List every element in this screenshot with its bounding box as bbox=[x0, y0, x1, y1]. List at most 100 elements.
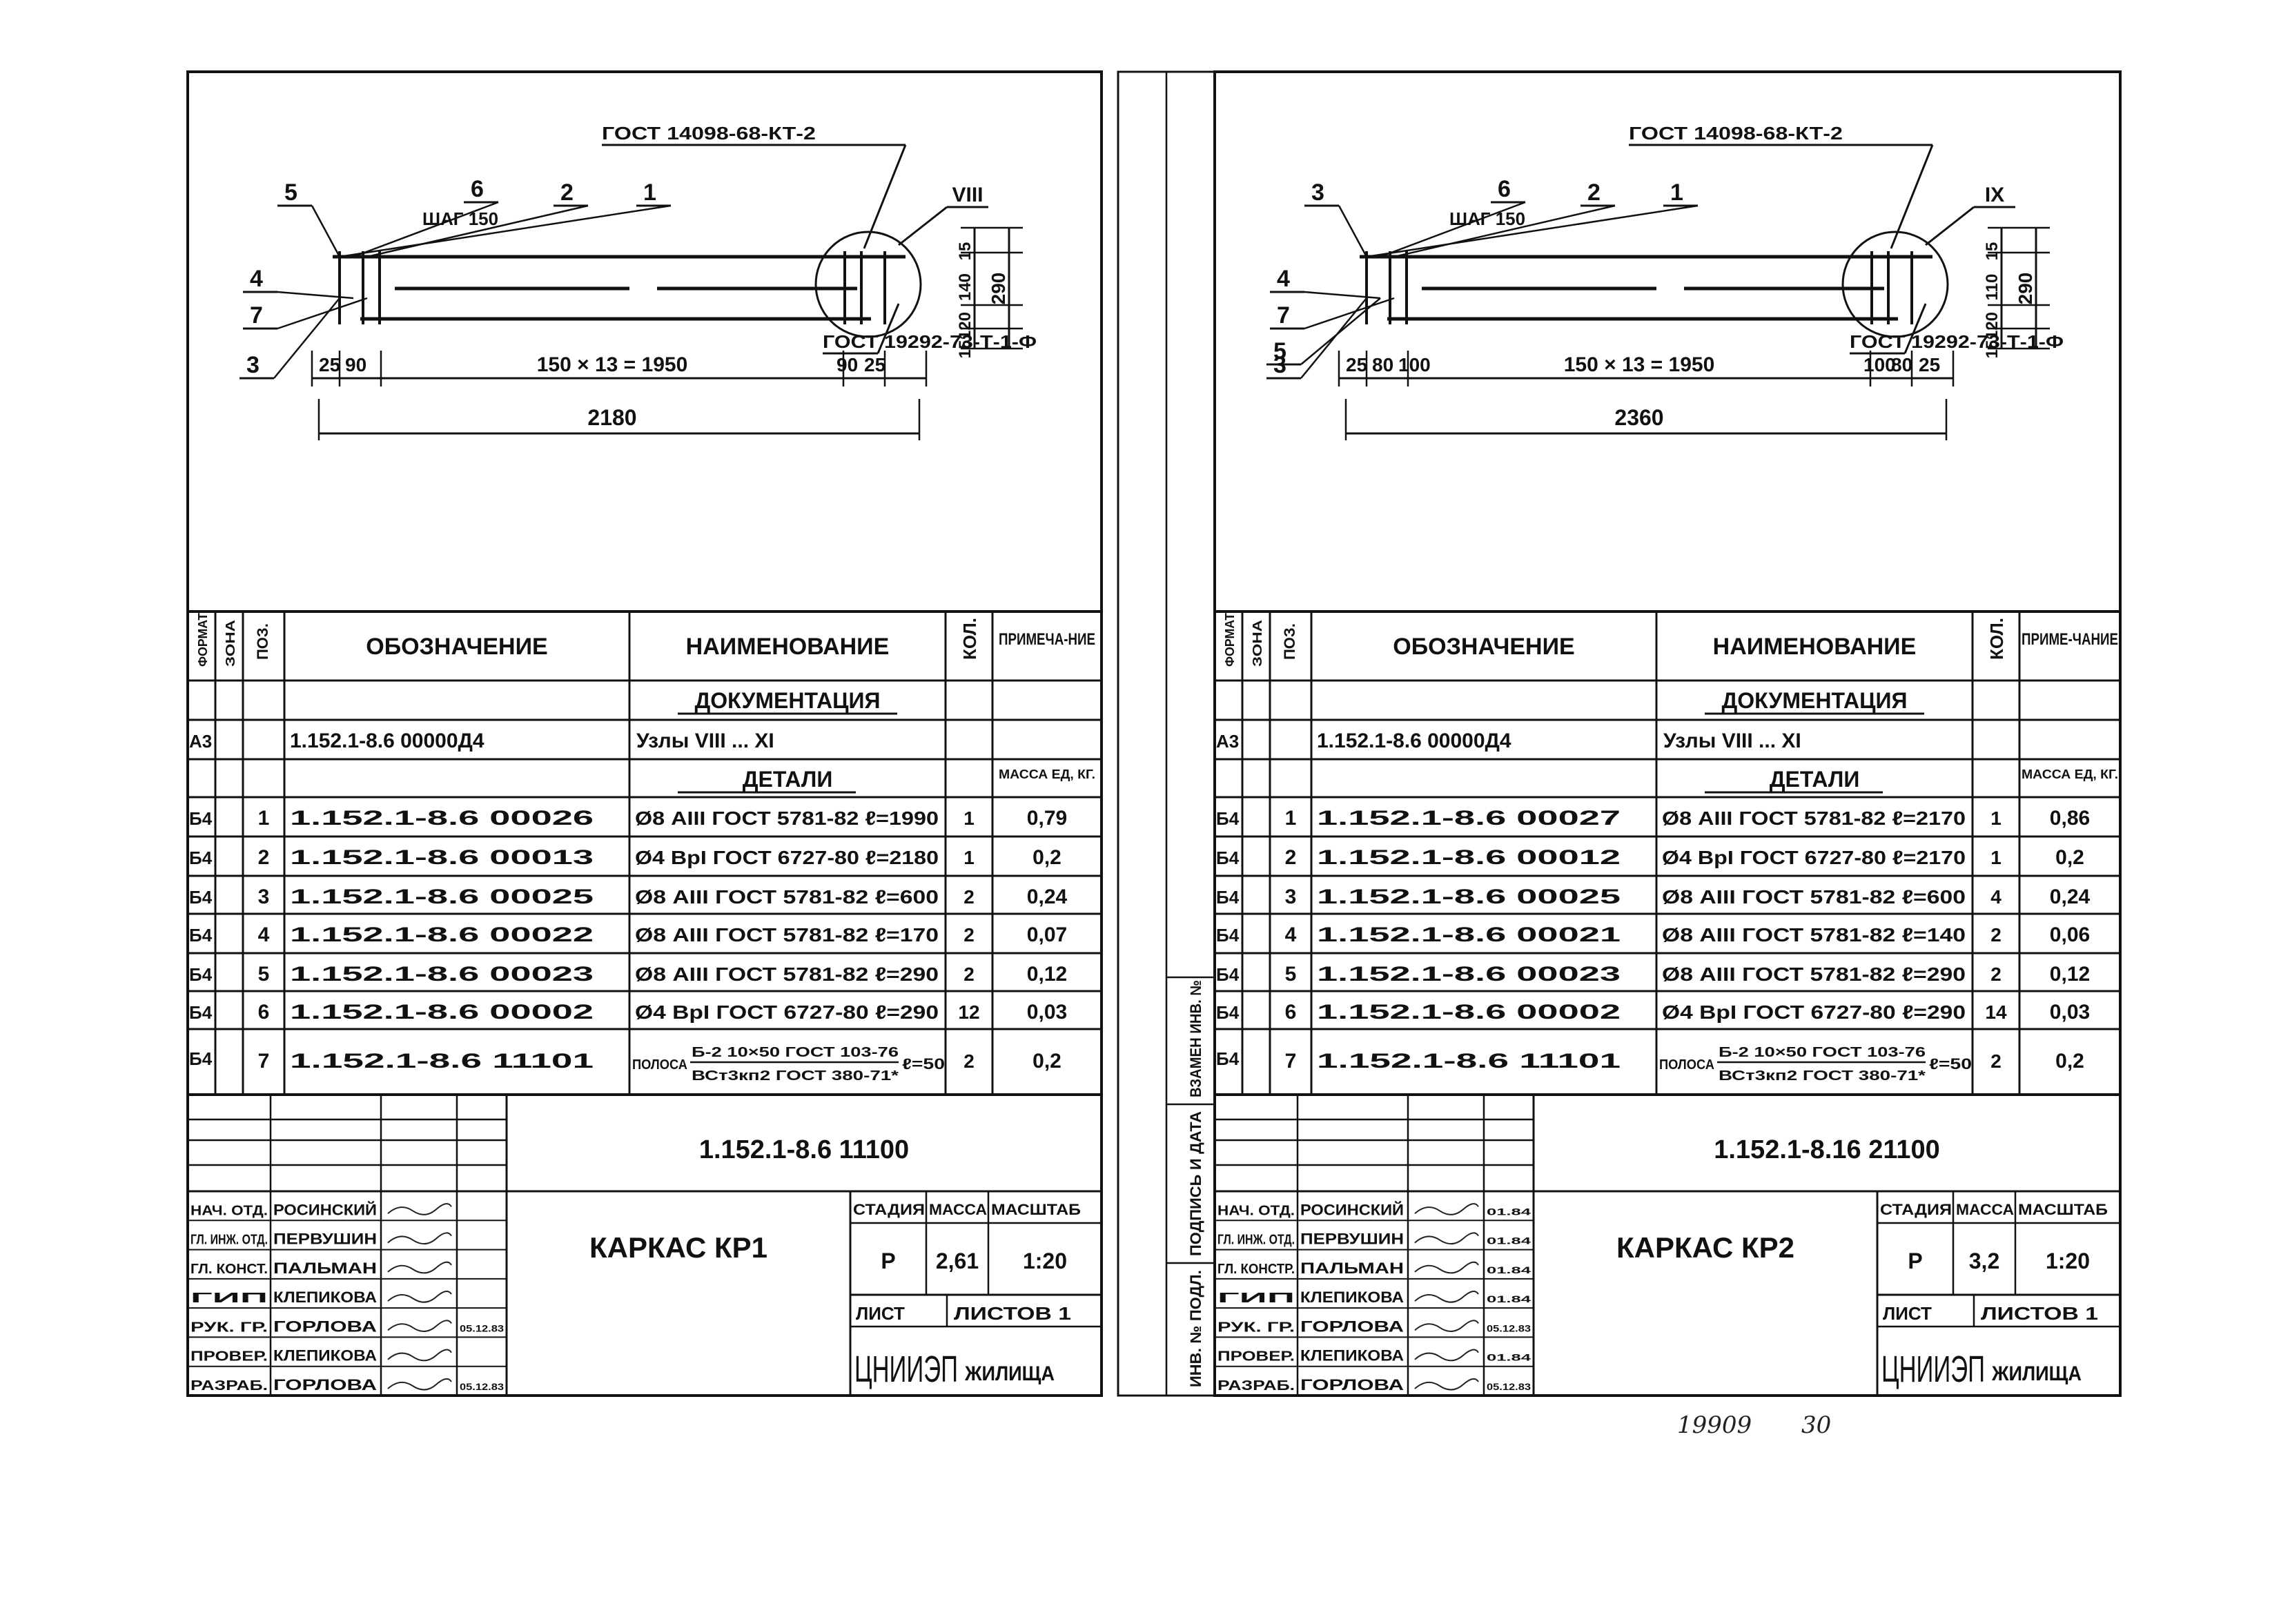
row-note: 0,07 bbox=[1027, 923, 1067, 946]
row-note: 0,03 bbox=[2050, 1001, 2090, 1024]
row-format: Б4 bbox=[189, 925, 213, 946]
staff-role: РУК. ГР. bbox=[190, 1320, 268, 1335]
binding-strip: ИНВ. № ПОДЛ. ПОДПИСЬ И ДАТА ВЗАМЕН ИНВ. № bbox=[1117, 70, 1216, 1397]
vert-dim-label: 15 bbox=[1983, 242, 2002, 261]
dim-label: 80 bbox=[1372, 354, 1393, 375]
staff-date: 01.84 bbox=[1487, 1206, 1531, 1217]
strip-length: ℓ=50 bbox=[1929, 1055, 1972, 1073]
header-note: ПРИМЕЧА-НИЕ bbox=[999, 630, 1095, 649]
row-note: 0,2 bbox=[2055, 1050, 2084, 1073]
assembly-name: КАРКАС КР2 bbox=[1616, 1231, 1794, 1264]
row-format: Б4 bbox=[189, 808, 213, 829]
leader-line bbox=[1890, 144, 1934, 249]
row-qty: 12 bbox=[958, 1001, 979, 1023]
callout-leader bbox=[1393, 204, 1616, 258]
row-pos: 3 bbox=[1285, 886, 1297, 908]
staff-role: РАЗРАБ. bbox=[190, 1378, 268, 1393]
staff-role: РАЗРАБ. bbox=[1217, 1378, 1295, 1393]
header-note: ПРИМЕ-ЧАНИЕ bbox=[2022, 630, 2118, 649]
scale-value: 1:20 bbox=[1023, 1249, 1067, 1273]
signature-mark bbox=[387, 1378, 452, 1391]
staff-row: ГЛ. ИНЖ. ОТД.ПЕРВУШИН bbox=[190, 1231, 452, 1248]
header-pos: ПОЗ. bbox=[254, 623, 271, 660]
row-note: 0,24 bbox=[1027, 886, 1068, 908]
row-pos: 7 bbox=[1285, 1050, 1297, 1073]
row-qty: 1 bbox=[963, 808, 975, 829]
signature-mark bbox=[387, 1232, 452, 1245]
leader-line bbox=[898, 206, 948, 246]
row-note: 0,79 bbox=[1027, 807, 1067, 830]
staff-role: НАЧ. ОТД. bbox=[190, 1203, 268, 1218]
organization-name: ЦНИИЭП bbox=[854, 1349, 958, 1390]
header-name: НАИМЕНОВАНИЕ bbox=[1713, 634, 1917, 660]
mass-value: 2,61 bbox=[936, 1249, 979, 1273]
archive-number: 19909 bbox=[1677, 1411, 1752, 1439]
row-note: 0,03 bbox=[1027, 1001, 1067, 1024]
callout-number: 4 bbox=[1277, 266, 1290, 292]
callout-leader bbox=[353, 201, 499, 258]
row-qty: 2 bbox=[963, 963, 975, 985]
callout-number: 6 bbox=[1498, 176, 1511, 202]
strip-fraction-bottom: ВСт3кп2 ГОСТ 380-71* bbox=[1719, 1068, 1926, 1084]
staff-date: 05.12.83 bbox=[460, 1322, 504, 1333]
leader-line bbox=[863, 144, 907, 249]
row-qty: 1 bbox=[1990, 847, 2002, 868]
leader-line bbox=[877, 303, 900, 354]
callout-number: 6 bbox=[471, 176, 484, 202]
staff-role: ГЛ. ИНЖ. ОТД. bbox=[1217, 1233, 1295, 1248]
staff-row: ГЛ. КОНСТ.ПАЛЬМАН bbox=[190, 1260, 452, 1277]
dim-label: 100 bbox=[1398, 354, 1431, 375]
strip-fraction-top: Б-2 10×50 ГОСТ 103-76 bbox=[1719, 1045, 1926, 1060]
staff-name: ГОРЛОВА bbox=[273, 1318, 377, 1335]
dim-label: 80 bbox=[1891, 354, 1912, 375]
callout-leader bbox=[1300, 297, 1367, 379]
doc-designation: 1.152.1-8.6 00000Д4 bbox=[290, 730, 485, 752]
section-documentation: ДОКУМЕНТАЦИЯ bbox=[1721, 688, 1907, 713]
side-label-replace-inv: ВЗАМЕН ИНВ. № bbox=[1187, 980, 1204, 1097]
callout-number: 7 bbox=[1277, 302, 1290, 329]
span-dim-label: 150 × 13 = 1950 bbox=[537, 353, 688, 376]
callout-number: 7 bbox=[250, 302, 263, 329]
staff-role: ГИП bbox=[1217, 1291, 1295, 1306]
row-qty: 2 bbox=[963, 1050, 975, 1072]
row-name: Ø8 АIII ГОСТ 5781-82 ℓ=290 bbox=[635, 963, 939, 985]
node-label: IX bbox=[1985, 184, 2004, 206]
row-note: 0,12 bbox=[1027, 963, 1067, 986]
staff-role: ГЛ. ИНЖ. ОТД. bbox=[190, 1233, 268, 1248]
signature-mark bbox=[1414, 1320, 1479, 1332]
staff-row: РУК. ГР. ГОРЛОВА 05.12.83 bbox=[190, 1318, 504, 1335]
row-name: Ø8 АIII ГОСТ 5781-82 ℓ=170 bbox=[635, 924, 939, 946]
staff-name: РОСИНСКИЙ bbox=[1300, 1201, 1404, 1218]
height-dim-label: 290 bbox=[2015, 273, 2036, 305]
header-zone: ЗОНА bbox=[1251, 620, 1264, 667]
side-label-inv-orig: ИНВ. № ПОДЛ. bbox=[1187, 1270, 1204, 1387]
callout-number: 3 bbox=[246, 352, 260, 378]
staff-name: ГОРЛОВА bbox=[273, 1376, 377, 1393]
row-pos: 6 bbox=[258, 1001, 270, 1024]
row-note: 0,2 bbox=[1033, 1050, 1061, 1073]
step-label: ШАГ 150 bbox=[422, 208, 498, 229]
row-qty: 2 bbox=[963, 924, 975, 946]
row-name: Ø4 ВрI ГОСТ 6727-80 ℓ=2170 bbox=[1662, 847, 1966, 868]
vert-dim-label: 15 bbox=[956, 340, 975, 359]
staff-name: ПАЛЬМАН bbox=[273, 1260, 377, 1277]
row-note: 0,24 bbox=[2050, 886, 2091, 908]
staff-role: ПРОВЕР. bbox=[1217, 1349, 1295, 1364]
height-dim-label: 290 bbox=[988, 273, 1009, 305]
staff-name: ПАЛЬМАН bbox=[1300, 1260, 1404, 1277]
vert-dim-label: 140 bbox=[956, 273, 975, 301]
side-label-sign-date: ПОДПИСЬ И ДАТА bbox=[1187, 1111, 1204, 1256]
row-note: 0,86 bbox=[2050, 807, 2090, 830]
